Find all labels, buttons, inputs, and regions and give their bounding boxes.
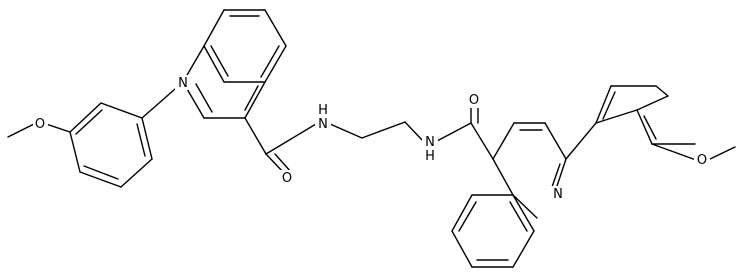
atom-labels: N N H N H O O O N O xyxy=(33,75,710,202)
right-methoxy-group xyxy=(651,143,736,161)
ring-nitrogen-label-right: N xyxy=(553,187,563,202)
amide-nitrogen-label-left: N xyxy=(318,117,328,132)
left-methoxyphenyl-ring xyxy=(69,81,184,188)
left-quinoline-pyridine-ring xyxy=(182,45,266,119)
amide-hydrogen-label-right: H xyxy=(425,149,435,164)
right-methoxyphenyl-ring xyxy=(565,85,696,160)
left-quinoline-benzo-ring xyxy=(203,9,287,83)
methoxy-oxygen-label-left: O xyxy=(35,117,45,132)
amide-hydrogen-label-left: H xyxy=(318,103,328,118)
ring-nitrogen-label-left: N xyxy=(178,76,188,91)
right-quinoline-benzo-ring xyxy=(451,194,535,268)
carbonyl-oxygen-label-left: O xyxy=(282,171,292,186)
left-carboxamide xyxy=(244,117,424,173)
carbonyl-oxygen-label-right: O xyxy=(469,93,479,108)
amide-nitrogen-label-right: N xyxy=(425,135,435,150)
right-carboxamide xyxy=(436,107,494,160)
left-methoxy-group xyxy=(7,123,71,138)
methoxy-oxygen-label-right: O xyxy=(697,153,707,168)
right-quinoline-pyridine-ring xyxy=(492,122,567,219)
